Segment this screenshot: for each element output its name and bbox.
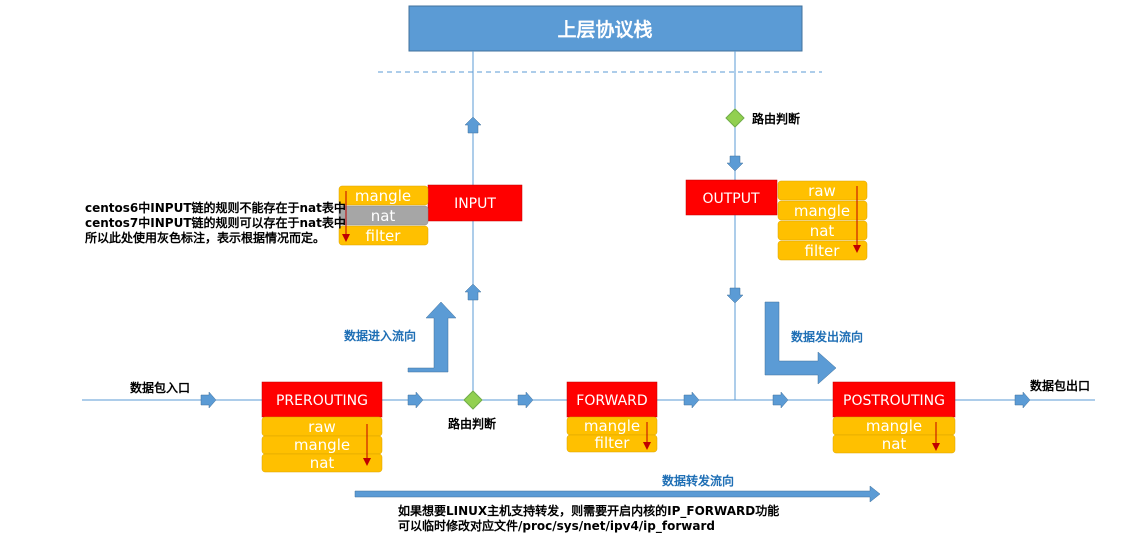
postrouting-chain-label: POSTROUTING — [843, 393, 945, 409]
routing-diamond-top-icon — [725, 108, 745, 128]
prerouting-table-nat — [261, 453, 383, 473]
output-table-nat-label: nat — [810, 222, 835, 240]
small-arrows — [200, 116, 1031, 409]
postrouting-chain: POSTROUTING mangle nat — [832, 381, 956, 454]
output-table-mangle-label: mangle — [794, 202, 850, 220]
postrouting-table-nat — [832, 434, 956, 454]
forward-table-filter — [566, 434, 658, 453]
output-table-nat — [777, 220, 868, 241]
egress-label: 数据包出口 — [1030, 378, 1090, 393]
arrow-up-icon — [464, 116, 482, 134]
arrow-right-icon — [200, 391, 217, 409]
routing-decision-bottom-label: 路由判断 — [448, 416, 496, 431]
input-chain-label: INPUT — [454, 196, 496, 212]
upper-protocol-stack-label: 上层协议栈 — [557, 18, 652, 41]
outbound-flow-arrow-icon — [764, 301, 837, 385]
arrow-right-icon — [517, 391, 534, 409]
arrow-right-icon — [772, 391, 789, 409]
input-table-nat-label: nat — [371, 207, 396, 225]
forwarding-note-line: 可以临时修改对应文件/proc/sys/net/ipv4/ip_forward — [398, 518, 715, 534]
input-table-mangle-label: mangle — [355, 187, 411, 205]
arrow-up-icon — [464, 283, 482, 301]
output-chain: OUTPUT raw mangle nat filter — [685, 179, 868, 261]
prerouting-table-raw-label: raw — [308, 418, 336, 436]
input-table-nat — [338, 205, 429, 226]
centos-note-line: 所以此处使用灰色标注，表示根据情况而定。 — [85, 230, 325, 245]
forward-flow-arrow-icon — [354, 485, 881, 503]
centos-note-line: centos7中INPUT链的规则可以存在于nat表中 — [85, 215, 346, 230]
input-table-mangle — [338, 185, 429, 206]
prerouting-chain: PREROUTING raw mangle nat — [261, 381, 383, 473]
forward-table-mangle-label: mangle — [584, 417, 640, 435]
centos-note-line: centos6中INPUT链的规则不能存在于nat表中 — [85, 200, 346, 215]
ingress-label: 数据包入口 — [130, 380, 190, 395]
output-table-mangle — [777, 200, 868, 221]
arrow-right-icon — [407, 391, 424, 409]
output-table-filter — [777, 240, 868, 261]
output-table-raw-label: raw — [808, 182, 836, 200]
arrow-right-icon — [683, 391, 700, 409]
arrow-down-icon — [726, 155, 744, 172]
output-chain-label: OUTPUT — [702, 191, 760, 207]
inbound-flow-label: 数据进入流向 — [344, 328, 416, 343]
forward-flow-label: 数据转发流向 — [662, 473, 734, 488]
input-chain: INPUT mangle nat filter — [338, 184, 523, 246]
input-table-filter-label: filter — [366, 227, 402, 245]
postrouting-table-nat-label: nat — [882, 435, 907, 453]
centos-note: centos6中INPUT链的规则不能存在于nat表中 centos7中INPU… — [85, 200, 346, 245]
outbound-flow-label: 数据发出流向 — [791, 329, 863, 344]
input-table-filter — [338, 225, 429, 246]
upper-protocol-stack: 上层协议栈 — [408, 5, 803, 52]
inbound-flow-arrow-icon — [407, 301, 457, 373]
routing-diamond-bottom-icon — [463, 390, 483, 410]
output-table-filter-label: filter — [805, 242, 841, 260]
prerouting-table-mangle-label: mangle — [294, 436, 350, 454]
arrow-right-icon — [1014, 391, 1031, 409]
forward-chain: FORWARD mangle filter — [566, 381, 658, 453]
prerouting-chain-label: PREROUTING — [276, 393, 368, 409]
routing-decision-top-label: 路由判断 — [752, 111, 800, 126]
prerouting-table-nat-label: nat — [310, 454, 335, 472]
forward-chain-label: FORWARD — [576, 393, 647, 409]
forwarding-note-line: 如果想要LINUX主机支持转发，则需要开启内核的IP_FORWARD功能 — [398, 503, 779, 519]
output-table-raw — [777, 180, 868, 201]
forward-table-filter-label: filter — [595, 434, 631, 452]
forwarding-note: 如果想要LINUX主机支持转发，则需要开启内核的IP_FORWARD功能 可以临… — [398, 503, 779, 534]
arrow-down-icon — [726, 287, 744, 304]
postrouting-table-mangle-label: mangle — [866, 417, 922, 435]
